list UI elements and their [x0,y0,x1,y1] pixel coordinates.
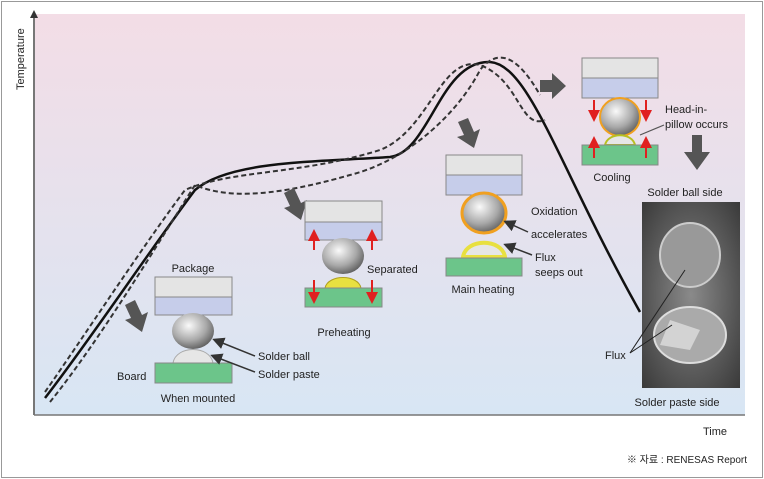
svg-text:pillow occurs: pillow occurs [665,119,728,131]
reflow-profile-curve [44,60,642,399]
stage-when-mounted: Package Board Solder ball Solder paste W… [117,263,320,405]
y-axis-label: Temperature [15,28,27,90]
svg-text:Solder paste: Solder paste [258,369,320,381]
arrow-icon [540,73,566,99]
stage-preheating: Separated Preheating [304,200,418,339]
x-axis-label: Time [703,426,727,438]
svg-text:Solder paste side: Solder paste side [635,397,720,409]
svg-text:Flux: Flux [605,350,626,362]
svg-text:Head-in-: Head-in- [665,104,708,116]
source-credit: ※ 자료 : RENESAS Report [627,454,747,466]
upper-dashed-curve [44,63,546,393]
arrow-icon [125,300,148,332]
svg-text:Solder ball side: Solder ball side [647,187,722,199]
arrow-icon [284,188,307,220]
cross-section-photo: Solder ball side Flux Solder paste side [605,187,740,409]
arrow-down-icon [684,135,710,170]
lower-dashed-curve [49,56,541,403]
svg-text:Oxidation: Oxidation [531,206,577,218]
svg-text:Preheating: Preheating [317,327,370,339]
stage-main-heating: Oxidation accelerates Flux seeps out Mai… [445,154,588,296]
arrow-icon [457,118,480,148]
svg-text:accelerates: accelerates [531,229,588,241]
svg-text:Board: Board [117,371,146,383]
y-axis-arrow-icon [30,10,38,18]
svg-text:When mounted: When mounted [161,393,236,405]
stage-cooling: Head-in- pillow occurs Cooling [581,57,728,184]
svg-text:Flux: Flux [535,252,556,264]
svg-text:Package: Package [172,263,215,275]
stage-arrows [125,73,710,332]
svg-text:Cooling: Cooling [593,172,630,184]
svg-text:Separated: Separated [367,264,418,276]
svg-text:Main heating: Main heating [452,284,515,296]
svg-text:seeps out: seeps out [535,267,583,279]
svg-text:Solder ball: Solder ball [258,351,310,363]
